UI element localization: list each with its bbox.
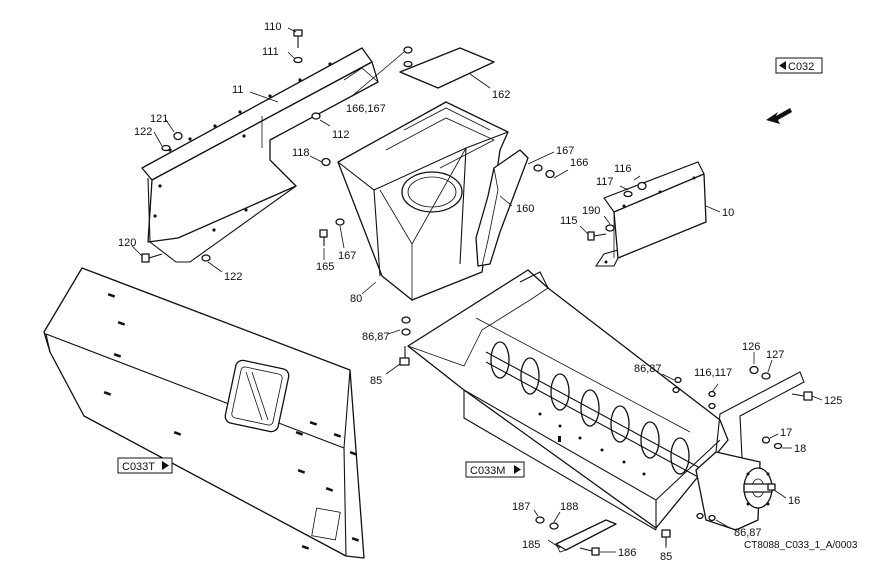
callout-117: 117: [596, 176, 614, 188]
callout-122: 122: [134, 126, 152, 138]
callout-111: 111: [262, 46, 279, 58]
ref-c033t[interactable]: C033T: [117, 457, 173, 474]
part-160-side-bracket: [475, 149, 529, 267]
part-11-side-channel: [141, 47, 379, 263]
callout-10: 10: [722, 207, 734, 219]
ref-c032-label: C032: [788, 61, 814, 73]
callout-116-117: 116,117: [694, 367, 732, 379]
callout-190: 190: [582, 205, 600, 217]
callout-166-167: 166,167: [346, 103, 386, 115]
ref-c033t-label: C033T: [122, 461, 155, 473]
callout-167: 167: [556, 145, 574, 157]
large-side-panel: [43, 267, 365, 559]
callout-185: 185: [522, 539, 540, 551]
callout-11: 11: [232, 84, 243, 96]
callout-126: 126: [742, 341, 760, 353]
callout-127: 127: [766, 349, 784, 361]
ref-c033m[interactable]: C033M: [465, 461, 525, 478]
callout-18: 18: [794, 443, 806, 455]
auger-housing: [407, 269, 729, 531]
direction-arrow-icon: [766, 108, 792, 124]
part-80-hopper: [337, 101, 509, 301]
panel-holes: [103, 293, 360, 550]
callout-86-87: 86,87: [362, 331, 390, 343]
callout-80: 80: [350, 293, 362, 305]
part-185-rail: [555, 519, 617, 553]
callout-187: 187: [512, 501, 530, 513]
callout-167: 167: [338, 250, 356, 262]
callout-115: 115: [560, 215, 578, 227]
part-10-right-channel: [594, 161, 707, 267]
callout-116: 116: [614, 163, 632, 175]
leader-lines: [131, 27, 823, 553]
callout-160: 160: [516, 203, 534, 215]
ref-c032[interactable]: C032: [775, 57, 823, 74]
callout-118: 118: [292, 147, 310, 159]
callout-166: 166: [570, 157, 588, 169]
callout-186: 186: [618, 547, 636, 559]
part-162-top-plate: [399, 47, 495, 89]
callout-165: 165: [316, 261, 334, 273]
callout-86-87: 86,87: [634, 363, 662, 375]
callout-85: 85: [370, 375, 382, 387]
callout-110: 110: [264, 21, 282, 33]
callout-86-87: 86,87: [734, 527, 762, 539]
callout-122: 122: [224, 271, 242, 283]
drawing-code: CT8088_C033_1_A/0003: [744, 540, 858, 551]
callout-121: 121: [150, 113, 168, 125]
end-plate-flange: [695, 371, 805, 531]
callout-125: 125: [824, 395, 842, 407]
ref-c033m-label: C033M: [470, 465, 505, 477]
callout-112: 112: [332, 129, 350, 141]
callout-labels: 110 111 11 121 122 112 166,167 162 118 1…: [118, 21, 842, 563]
callout-120: 120: [118, 237, 136, 249]
callout-85: 85: [660, 551, 672, 563]
callout-16: 16: [788, 495, 800, 507]
callout-162: 162: [492, 89, 510, 101]
fasteners: [141, 29, 813, 556]
auger-flights: [485, 341, 701, 479]
callout-188: 188: [560, 501, 578, 513]
callout-17: 17: [780, 427, 792, 439]
